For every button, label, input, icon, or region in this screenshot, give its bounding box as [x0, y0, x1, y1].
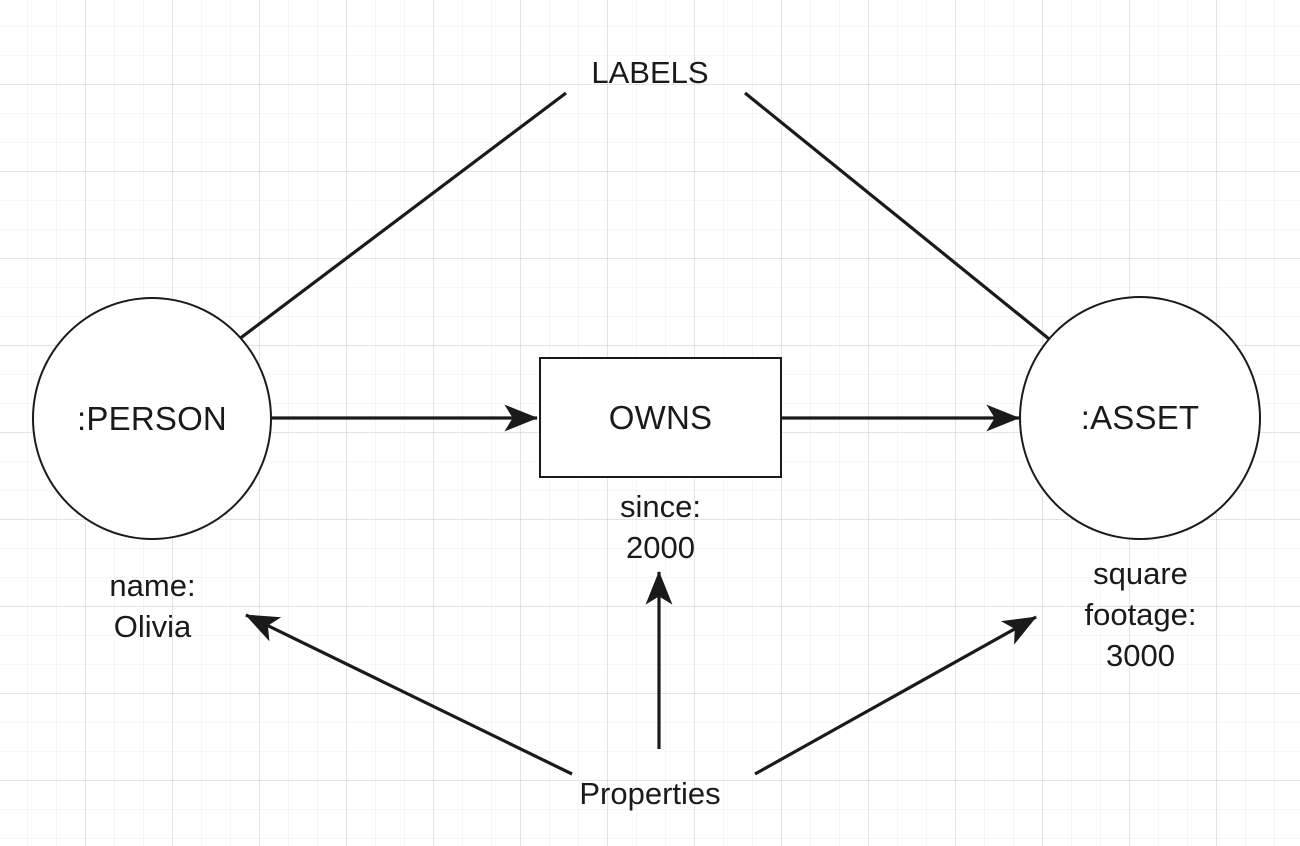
node-person-property-line-2: Olivia	[113, 609, 192, 644]
node-owns-property-line-2: 2000	[626, 530, 695, 565]
node-owns-properties: since: 2000	[538, 486, 783, 568]
node-person-label: :PERSON	[77, 399, 227, 437]
node-asset-property-line-2: footage:	[1084, 597, 1197, 632]
arrow-properties-to-person-props	[245, 613, 573, 776]
node-owns-label: OWNS	[608, 398, 713, 436]
node-asset-properties: square footage: 3000	[1018, 553, 1263, 676]
node-asset[interactable]: :ASSET	[1019, 296, 1261, 540]
node-asset-property-line-1: square	[1093, 556, 1188, 591]
properties-heading: Properties	[579, 776, 721, 811]
node-person-property-line-1: name:	[109, 568, 196, 603]
node-person[interactable]: :PERSON	[32, 297, 272, 540]
node-person-properties: name: Olivia	[30, 565, 275, 647]
node-owns[interactable]: OWNS	[539, 357, 782, 478]
arrow-labels-to-person	[185, 91, 567, 381]
node-owns-property-line-1: since:	[620, 489, 701, 524]
node-asset-label: :ASSET	[1080, 399, 1200, 436]
arrow-properties-to-asset-props	[754, 615, 1037, 776]
node-asset-property-line-3: 3000	[1106, 638, 1175, 673]
labels-heading: LABELS	[591, 55, 709, 90]
